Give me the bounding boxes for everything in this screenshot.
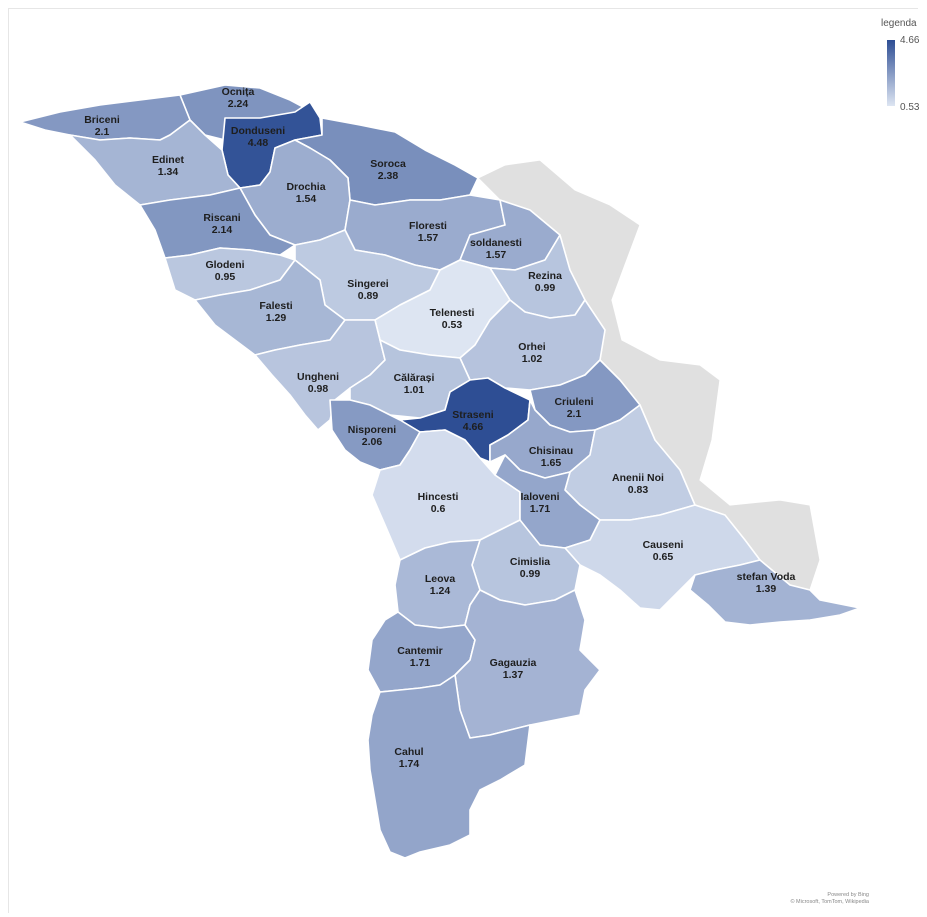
region-label-name: Ialoveni	[520, 491, 559, 503]
attribution-line: Powered by Bing	[827, 892, 869, 898]
region-labels: Ocnița 2.24 Briceni 2.1 Donduseni 4.48 E…	[84, 86, 795, 770]
region-label-value: 1.57	[486, 249, 507, 261]
legend-title: legenda	[881, 18, 917, 29]
region-label-value: 0.95	[215, 271, 236, 283]
map-attribution: Powered by Bing © Microsoft, TomTom, Wik…	[790, 892, 869, 906]
region-label-value: 1.01	[404, 384, 425, 396]
region-label-name: Soroca	[370, 158, 406, 170]
region-label-name: Cimislia	[510, 556, 550, 568]
region-label-value: 0.53	[442, 319, 463, 331]
region-label-name: Nisporeni	[348, 424, 397, 436]
region-label-name: Falesti	[259, 300, 292, 312]
region-label-value: 0.65	[653, 551, 674, 563]
region-label-value: 2.24	[228, 98, 249, 110]
region-label-name: Leova	[425, 573, 456, 585]
region-label-value: 0.99	[520, 568, 541, 580]
legend-color-scale	[887, 40, 895, 106]
region-label-value: 1.39	[756, 583, 777, 595]
region-label-value: 1.54	[296, 193, 317, 205]
region-label-name: Rezina	[528, 270, 562, 282]
region-label-value: 4.48	[248, 137, 269, 149]
region-label-value: 4.66	[463, 421, 484, 433]
region-label-value: 1.29	[266, 312, 287, 324]
region-label-value: 1.37	[503, 669, 524, 681]
region-label-name: Riscani	[203, 212, 240, 224]
region-label-value: 1.02	[522, 353, 543, 365]
region-label-name: Anenii Noi	[612, 472, 664, 484]
region-edinet[interactable]	[69, 119, 241, 206]
region-label-name: Glodeni	[205, 259, 244, 271]
legend-min-value: 0.53	[900, 102, 920, 113]
region-label-value: 1.24	[430, 585, 451, 597]
region-gagauzia[interactable]	[454, 589, 601, 739]
region-label-value: 1.65	[541, 457, 562, 469]
region-label-name: Floresti	[409, 220, 447, 232]
region-label-name: Ocnița	[222, 86, 255, 98]
region-label-value: 2.14	[212, 224, 233, 236]
region-label-value: 0.83	[628, 484, 649, 496]
region-label-value: 2.38	[378, 170, 399, 182]
region-label-value: 1.57	[418, 232, 439, 244]
legend: legenda 4.66 0.53	[878, 18, 926, 118]
legend-max-value: 4.66	[900, 35, 920, 46]
region-label-name: Singerei	[347, 278, 389, 290]
region-label-value: 0.99	[535, 282, 556, 294]
region-label-name: Călărași	[394, 372, 435, 384]
region-label-name: soldanesti	[470, 237, 522, 249]
region-cahul[interactable]	[367, 674, 531, 859]
region-label-name: Straseni	[452, 409, 494, 421]
region-label-value: 1.34	[158, 166, 179, 178]
region-label-name: Ungheni	[297, 371, 339, 383]
region-label-name: Chisinau	[529, 445, 573, 457]
region-label-value: 2.06	[362, 436, 383, 448]
region-label-name: Cahul	[394, 746, 423, 758]
region-label-value: 2.1	[95, 126, 110, 138]
region-label-name: Orhei	[518, 341, 546, 353]
region-label-name: Telenesti	[430, 307, 475, 319]
region-label-name: Criuleni	[554, 396, 593, 408]
region-label-value: 0.89	[358, 290, 379, 302]
region-label-name: Gagauzia	[490, 657, 537, 669]
region-label-name: Hincesti	[418, 491, 459, 503]
region-label-name: Causeni	[643, 539, 684, 551]
region-label-name: Cantemir	[397, 645, 443, 657]
region-label-value: 1.71	[530, 503, 551, 515]
region-label-name: Drochia	[286, 181, 325, 193]
region-label-value: 0.6	[431, 503, 446, 515]
region-stefan-voda[interactable]	[689, 559, 861, 626]
region-label-name: Briceni	[84, 114, 120, 126]
region-label-value: 1.74	[399, 758, 420, 770]
attribution-line: © Microsoft, TomTom, Wikipedia	[790, 899, 869, 905]
region-label-value: 1.71	[410, 657, 431, 669]
map-frame	[8, 8, 918, 913]
region-label-value: 0.98	[308, 383, 329, 395]
region-label-name: Edinet	[152, 154, 185, 166]
region-label-name: stefan Voda	[737, 571, 796, 583]
region-label-name: Donduseni	[231, 125, 285, 137]
region-label-value: 2.1	[567, 408, 582, 420]
